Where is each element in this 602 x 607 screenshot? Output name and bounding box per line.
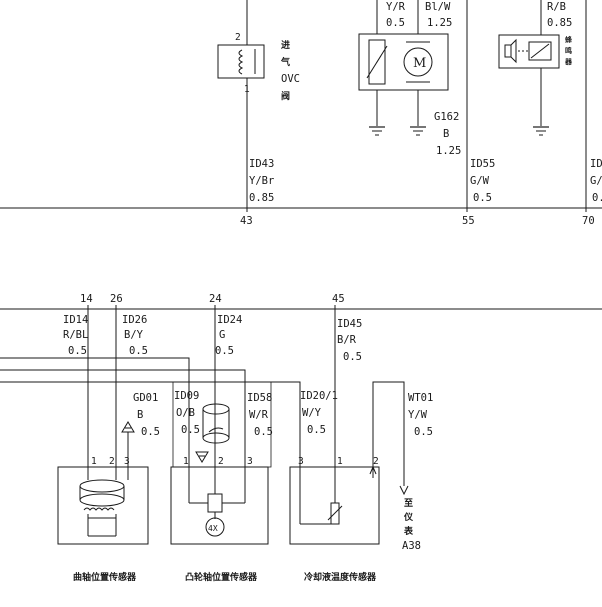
shield-ground-icon [195,451,209,463]
wire-wt01-color: Y/W [408,409,428,421]
coolant-sensor [289,465,380,545]
wire-gd01-gauge: 0.5 [141,426,160,438]
buzzer-label-char: 器 [564,57,573,66]
wire-id201-id: ID20/1 [300,390,338,402]
wire-rb-gauge: 0.85 [547,17,572,29]
cam-sensor-body-icon [202,403,230,444]
to-meter-arrow-icon [399,485,409,496]
coolant-pin-2: 2 [373,456,379,467]
ovc-valve-relay: 2 1 [217,0,265,208]
fan-motor-assembly: M [358,0,449,136]
node-14: 14 [80,293,93,305]
ground-g162-color: B [443,128,449,140]
wire-id09-color: O/B [176,407,195,419]
buzzer-label-char: 鸣 [565,46,572,55]
ground-icon [533,126,549,136]
relay-label-char: 阀 [281,90,290,102]
wire-id24-color: G [219,329,225,341]
motor-wire-right-gauge: 1.25 [427,17,452,29]
wire-id43-gauge: 0.85 [249,192,274,204]
motor-wire-left-gauge: 0.5 [386,17,405,29]
wire-gd01-color: B [137,409,143,421]
buzzer-assembly [498,0,560,136]
wire-id43-color: Y/Br [249,175,274,187]
to-meter-code: A38 [402,540,421,552]
cam-pin-3: 3 [247,456,253,467]
node-70: 70 [582,215,595,227]
coolant-sensor-caption: 冷却液温度传感器 [304,571,377,583]
wire-id58-line [0,369,246,467]
wire-id201-gauge: 0.5 [307,424,326,436]
to-meter-char: 仪 [403,512,414,523]
relay-label-char: 进 [281,39,290,51]
cam-pin-2: 2 [218,456,224,467]
coolant-pin-1: 1 [337,456,343,467]
to-meter-char: 至 [404,498,413,509]
cam-pin-1: 1 [183,456,189,467]
to-meter-char: 表 [403,525,414,537]
wire-id58-gauge: 0.5 [254,426,273,438]
cam-sensor-caption: 凸轮轴位置传感器 [185,571,258,583]
wire-id24-gauge: 0.5 [215,345,234,357]
crank-pin-2: 2 [109,456,115,467]
motor-wire-right-color: Bl/W [425,1,451,13]
motor-icon [403,47,433,77]
node-55: 55 [462,215,475,227]
node-26: 26 [110,293,123,305]
wire-id26-color: B/Y [124,329,144,341]
coolant-pin-3: 3 [298,456,304,467]
crank-pin-1: 1 [91,456,97,467]
ground-icon [369,126,385,136]
wire-id201-line [0,381,301,467]
wire-id55-gauge: 0.5 [473,192,492,204]
ground-icon [410,126,426,136]
cam-inner-label: 4X [208,524,218,533]
wire-id09-line [0,357,190,467]
cam-sensor: 4X [170,466,269,545]
wire-rb-color: R/B [547,1,566,13]
crank-sensor-caption: 曲轴位置传感器 [73,571,137,583]
wire-id24-id: ID24 [217,314,242,326]
shield-ground-icon [121,421,135,433]
motor-wire-left-color: Y/R [386,1,406,13]
ground-g162-gauge: 1.25 [436,145,461,157]
crank-pin-3: 3 [124,456,130,467]
wire-id201-color: W/Y [302,407,322,419]
wire-id45-id: ID45 [337,318,362,330]
wire-id09-gauge: 0.5 [181,424,200,436]
motor-symbol: M [413,56,426,71]
wire-id14-color: R/BL [63,329,88,341]
wire-wt01-id: WT01 [408,392,433,404]
relay-pin-1: 1 [244,84,250,95]
node-45: 45 [332,293,345,305]
wire-id70-gauge: 0. [592,192,602,204]
crank-sensor [57,466,149,545]
wire-id45-color: B/R [337,334,357,346]
wire-id70-color: G/ [590,175,602,187]
node-24: 24 [209,293,222,305]
wire-id26-gauge: 0.5 [129,345,148,357]
wire-id14-id: ID14 [63,314,88,326]
buzzer-label-char: 蜂 [565,35,573,44]
wire-id26-id: ID26 [122,314,147,326]
wire-id09-id: ID09 [174,390,199,402]
relay-pin-2: 2 [235,32,241,43]
ovc-valve-label: 进 气 OVC 阀 [280,39,300,102]
wire-wt01-gauge: 0.5 [414,426,433,438]
relay-label-char: 气 [280,56,290,68]
wire-id70-id: ID7 [590,158,602,170]
relay-label-code: OVC [281,73,300,85]
ground-g162-id: G162 [434,111,459,123]
wire-id55-color: G/W [470,175,490,187]
wire-id14-gauge: 0.5 [68,345,87,357]
wire-id45-gauge: 0.5 [343,351,362,363]
wire-wt01-line [372,381,405,486]
wire-id58-id: ID58 [247,392,272,404]
wire-gd01-id: GD01 [133,392,158,404]
node-43: 43 [240,215,253,227]
wire-id58-color: W/R [249,409,269,421]
wire-id43-id: ID43 [249,158,274,170]
wire-id55-id: ID55 [470,158,495,170]
